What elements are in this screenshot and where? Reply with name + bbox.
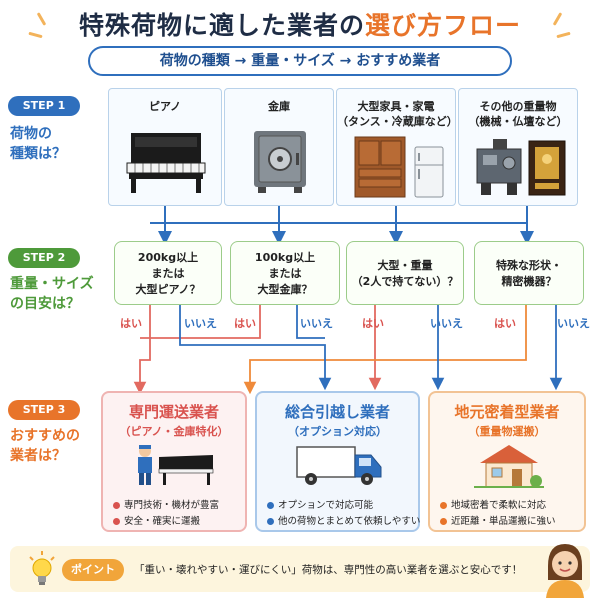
step2-badge: STEP 2	[8, 248, 80, 268]
vendor-specialist: 専門運送業者 （ピアノ・金庫特化） 専門技術・機材が豊富 安全・確実に運搬	[101, 391, 247, 532]
item-other-heavy: その他の重量物（機械・仏壇など）	[458, 88, 578, 206]
no-label: いいえ	[184, 317, 217, 330]
yes-label: はい	[120, 317, 142, 330]
machine-altar-icon	[476, 139, 566, 196]
truck-icon	[296, 446, 382, 485]
wardrobe-fridge-icon	[354, 136, 444, 198]
vendor-benefit: 安全・確実に運搬	[124, 516, 201, 527]
item-large-furniture: 大型家具・家電（タンス・冷蔵庫など）	[336, 88, 458, 206]
house-icon	[474, 445, 544, 488]
question-piano: 200kg以上または大型ピアノ？	[114, 241, 222, 305]
safe-icon	[254, 131, 306, 193]
vendor-benefit: 専門技術・機材が豊富	[124, 500, 220, 511]
page-title: 特殊荷物に適した業者の選び方フロー	[0, 6, 600, 42]
point-text: 「重い・壊れやすい・運びにくい」荷物は、専門性の高い業者を選ぶと安心です！	[134, 564, 523, 576]
vendor-general-mover: 総合引越し業者 （オプション対応） オプションで対応可能 他の荷物とまとめて依頼…	[255, 391, 420, 532]
guide-woman-icon	[546, 544, 584, 598]
question-large: 大型・重量（2人で持てない）？	[346, 241, 464, 305]
vendor-benefit: 近距離・単品運搬に強い	[451, 516, 556, 527]
title-main: 特殊荷物に適した業者の	[78, 11, 365, 40]
step1-question: 荷物の種類は？	[10, 126, 66, 162]
flow-subtitle: 荷物の種類 → 重量・サイズ → おすすめ業者	[88, 46, 512, 76]
no-label: いいえ	[557, 317, 590, 330]
vendor-benefit: 地域密着で柔軟に対応	[451, 500, 547, 511]
item-safe: 金庫	[224, 88, 334, 206]
no-label: いいえ	[300, 317, 333, 330]
piano-icon	[126, 133, 206, 193]
yes-label: はい	[234, 317, 256, 330]
step3-question: おすすめの業者は？	[10, 428, 80, 464]
vendor-benefit: オプションで対応可能	[278, 500, 374, 511]
title-accent: 選び方フロー	[365, 11, 522, 40]
vendor-local: 地元密着型業者 （重量物運搬） 地域密着で柔軟に対応 近距離・単品運搬に強い	[428, 391, 586, 532]
yes-label: はい	[362, 317, 384, 330]
lightbulb-icon	[29, 551, 55, 585]
piano-mover-icon	[138, 445, 214, 485]
yes-label: はい	[494, 317, 516, 330]
point-tag: ポイント	[62, 559, 124, 581]
question-special: 特殊な形状・精密機器？	[474, 241, 584, 305]
question-safe: 100kg以上または大型金庫？	[230, 241, 340, 305]
no-label: いいえ	[430, 317, 463, 330]
step1-badge: STEP 1	[8, 96, 80, 116]
step3-badge: STEP 3	[8, 400, 80, 420]
step2-question: 重量・サイズの目安は？	[10, 276, 94, 312]
item-piano: ピアノ	[108, 88, 222, 206]
vendor-benefit: 他の荷物とまとめて依頼しやすい	[278, 516, 421, 527]
